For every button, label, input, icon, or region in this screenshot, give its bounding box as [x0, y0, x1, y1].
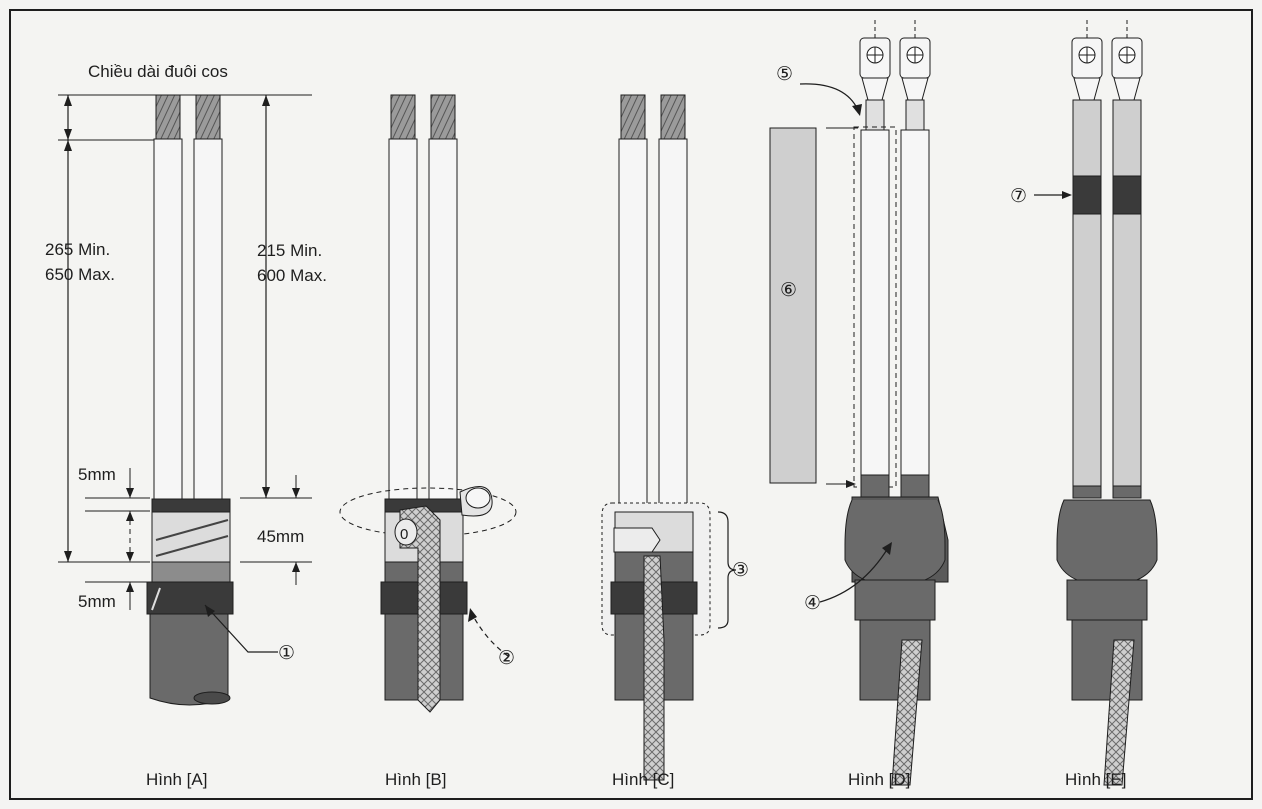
marker-4: ④ [804, 593, 821, 614]
marker-6: ⑥ [780, 280, 797, 301]
caption-c: Hình [C] [612, 770, 674, 789]
marker-7: ⑦ [1010, 186, 1027, 207]
figure-b: 0 ② Hình [B] [339, 94, 517, 789]
header-label: Chiều dài đuôi cos [88, 62, 228, 81]
figure-c: ③ Hình [C] [601, 94, 749, 789]
caption-a: Hình [A] [146, 770, 207, 789]
diagram-frame [9, 9, 1253, 800]
marker-5: ⑤ [776, 64, 793, 85]
marker-3: ③ [732, 560, 749, 581]
inner-max-label: 600 Max. [257, 266, 327, 285]
figure-a: Chiều dài đuôi cos 265 Min. 650 Max. 215… [45, 62, 327, 789]
caption-e: Hình [E] [1065, 770, 1126, 789]
marker-2: ② [498, 648, 515, 669]
figure-d: ⑥ ⑤ ④ Hình [D] [769, 20, 949, 789]
caption-d: Hình [D] [848, 770, 910, 789]
middle-band-label: 45mm [257, 527, 304, 546]
top-band-label: 5mm [78, 465, 116, 484]
caption-b: Hình [B] [385, 770, 446, 789]
outer-min-label: 265 Min. [45, 240, 110, 259]
bottom-band-label: 5mm [78, 592, 116, 611]
inner-min-label: 215 Min. [257, 241, 322, 260]
outer-max-label: 650 Max. [45, 265, 115, 284]
svg-text:0: 0 [400, 526, 408, 543]
marker-1: ① [278, 643, 295, 664]
figure-e: ⑦ Hình [E] [1010, 20, 1158, 789]
